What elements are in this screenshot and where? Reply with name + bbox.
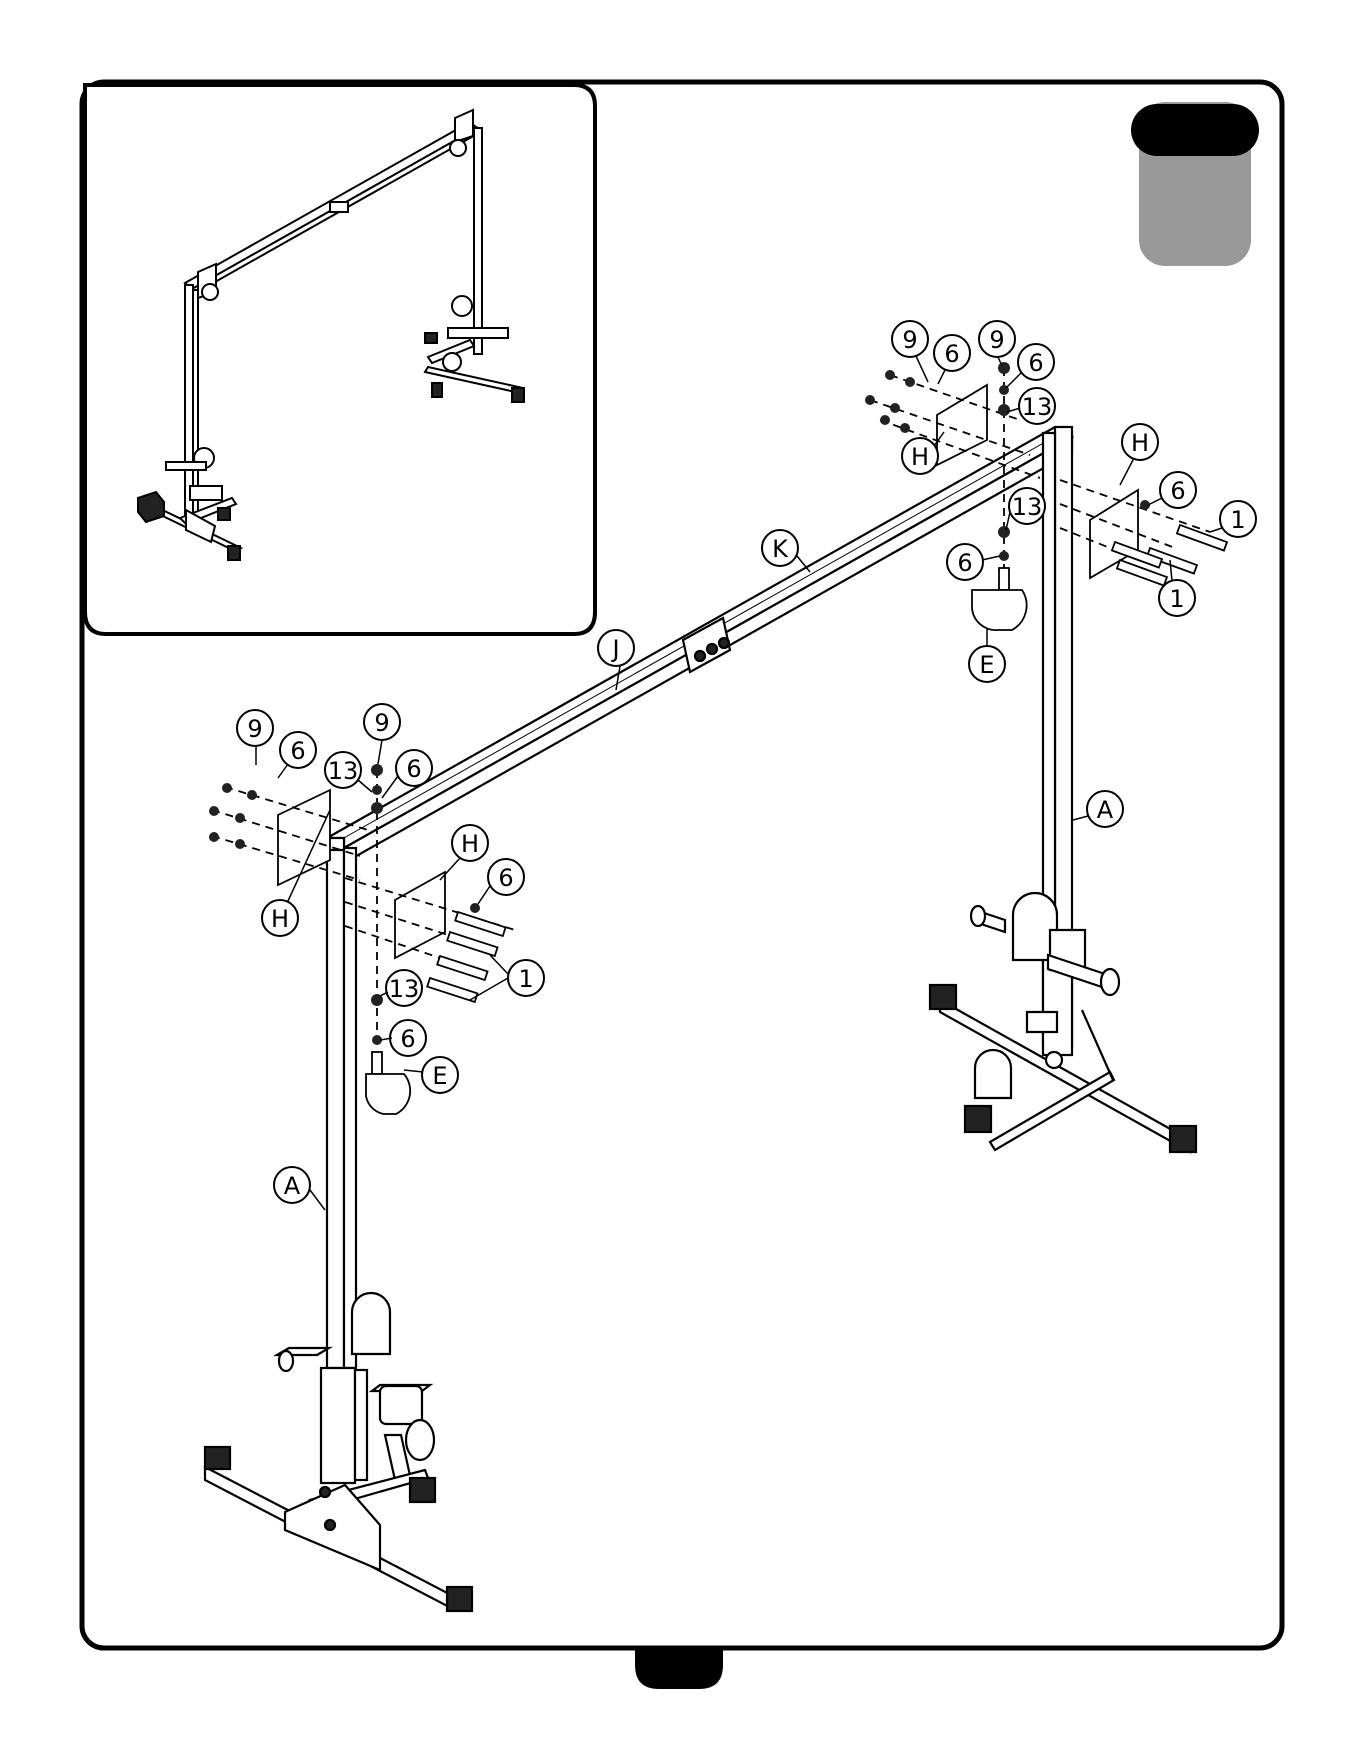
callout-k: K (762, 530, 798, 566)
svg-text:6: 6 (290, 737, 305, 765)
callout-right-9a: 9 (892, 321, 928, 357)
callout-left-h-front: H (452, 825, 488, 861)
svg-text:13: 13 (389, 975, 420, 1003)
callout-left-6a: 6 (280, 732, 316, 768)
svg-text:6: 6 (498, 864, 513, 892)
svg-text:E: E (432, 1062, 447, 1090)
svg-text:13: 13 (1022, 393, 1053, 421)
svg-text:9: 9 (989, 326, 1004, 354)
callout-left-a: A (274, 1167, 310, 1203)
callout-right-h-back: H (902, 438, 938, 474)
left-corner-hardware (209, 764, 515, 1114)
callout-left-13-low: 13 (386, 970, 422, 1006)
callout-right-e: E (969, 646, 1005, 682)
svg-text:H: H (271, 905, 289, 933)
callout-left-6c: 6 (488, 859, 524, 895)
svg-text:9: 9 (902, 326, 917, 354)
inset-overview-frame (85, 85, 595, 634)
callout-left-9b: 9 (364, 704, 400, 740)
callout-left-6-low: 6 (390, 1020, 426, 1056)
plate-h-back (278, 790, 330, 885)
svg-text:A: A (1097, 796, 1114, 824)
svg-text:1: 1 (1230, 506, 1245, 534)
svg-text:A: A (284, 1172, 301, 1200)
svg-text:6: 6 (1028, 349, 1043, 377)
svg-text:1: 1 (518, 965, 533, 993)
callout-right-6b: 6 (1018, 344, 1054, 380)
callout-right-6c: 6 (1160, 472, 1196, 508)
svg-text:H: H (461, 830, 479, 858)
callout-left-13: 13 (325, 752, 361, 788)
svg-text:13: 13 (1012, 493, 1043, 521)
callout-right-1b: 1 (1159, 580, 1195, 616)
step-badge (1131, 102, 1259, 266)
page-number-tab (635, 1648, 723, 1689)
plate-h-back-right (937, 385, 987, 465)
callout-left-1: 1 (508, 960, 544, 996)
svg-text:1: 1 (1169, 585, 1184, 613)
callout-right-1a: 1 (1220, 501, 1256, 537)
svg-text:9: 9 (247, 715, 262, 743)
callout-right-13: 13 (1019, 388, 1055, 424)
svg-text:H: H (1131, 429, 1149, 457)
callout-left-6b: 6 (396, 750, 432, 786)
callout-right-13-low: 13 (1009, 488, 1045, 524)
svg-text:J: J (610, 635, 619, 663)
svg-text:H: H (911, 443, 929, 471)
svg-text:9: 9 (374, 709, 389, 737)
left-upright-face (327, 838, 344, 1368)
callout-left-9a: 9 (237, 710, 273, 746)
svg-text:13: 13 (328, 757, 359, 785)
callout-right-a: A (1087, 791, 1123, 827)
callout-right-h-front: H (1122, 424, 1158, 460)
svg-text:6: 6 (1170, 477, 1185, 505)
svg-text:E: E (979, 651, 994, 679)
callout-j: J (598, 630, 634, 666)
callout-left-e: E (422, 1057, 458, 1093)
svg-text:K: K (772, 535, 789, 563)
svg-text:6: 6 (406, 755, 421, 783)
svg-text:6: 6 (400, 1025, 415, 1053)
callout-right-9b: 9 (979, 321, 1015, 357)
callout-left-h-back: H (262, 900, 298, 936)
callout-right-6a: 6 (934, 335, 970, 371)
svg-text:6: 6 (957, 549, 972, 577)
svg-text:6: 6 (944, 340, 959, 368)
callout-right-6-low: 6 (947, 544, 983, 580)
